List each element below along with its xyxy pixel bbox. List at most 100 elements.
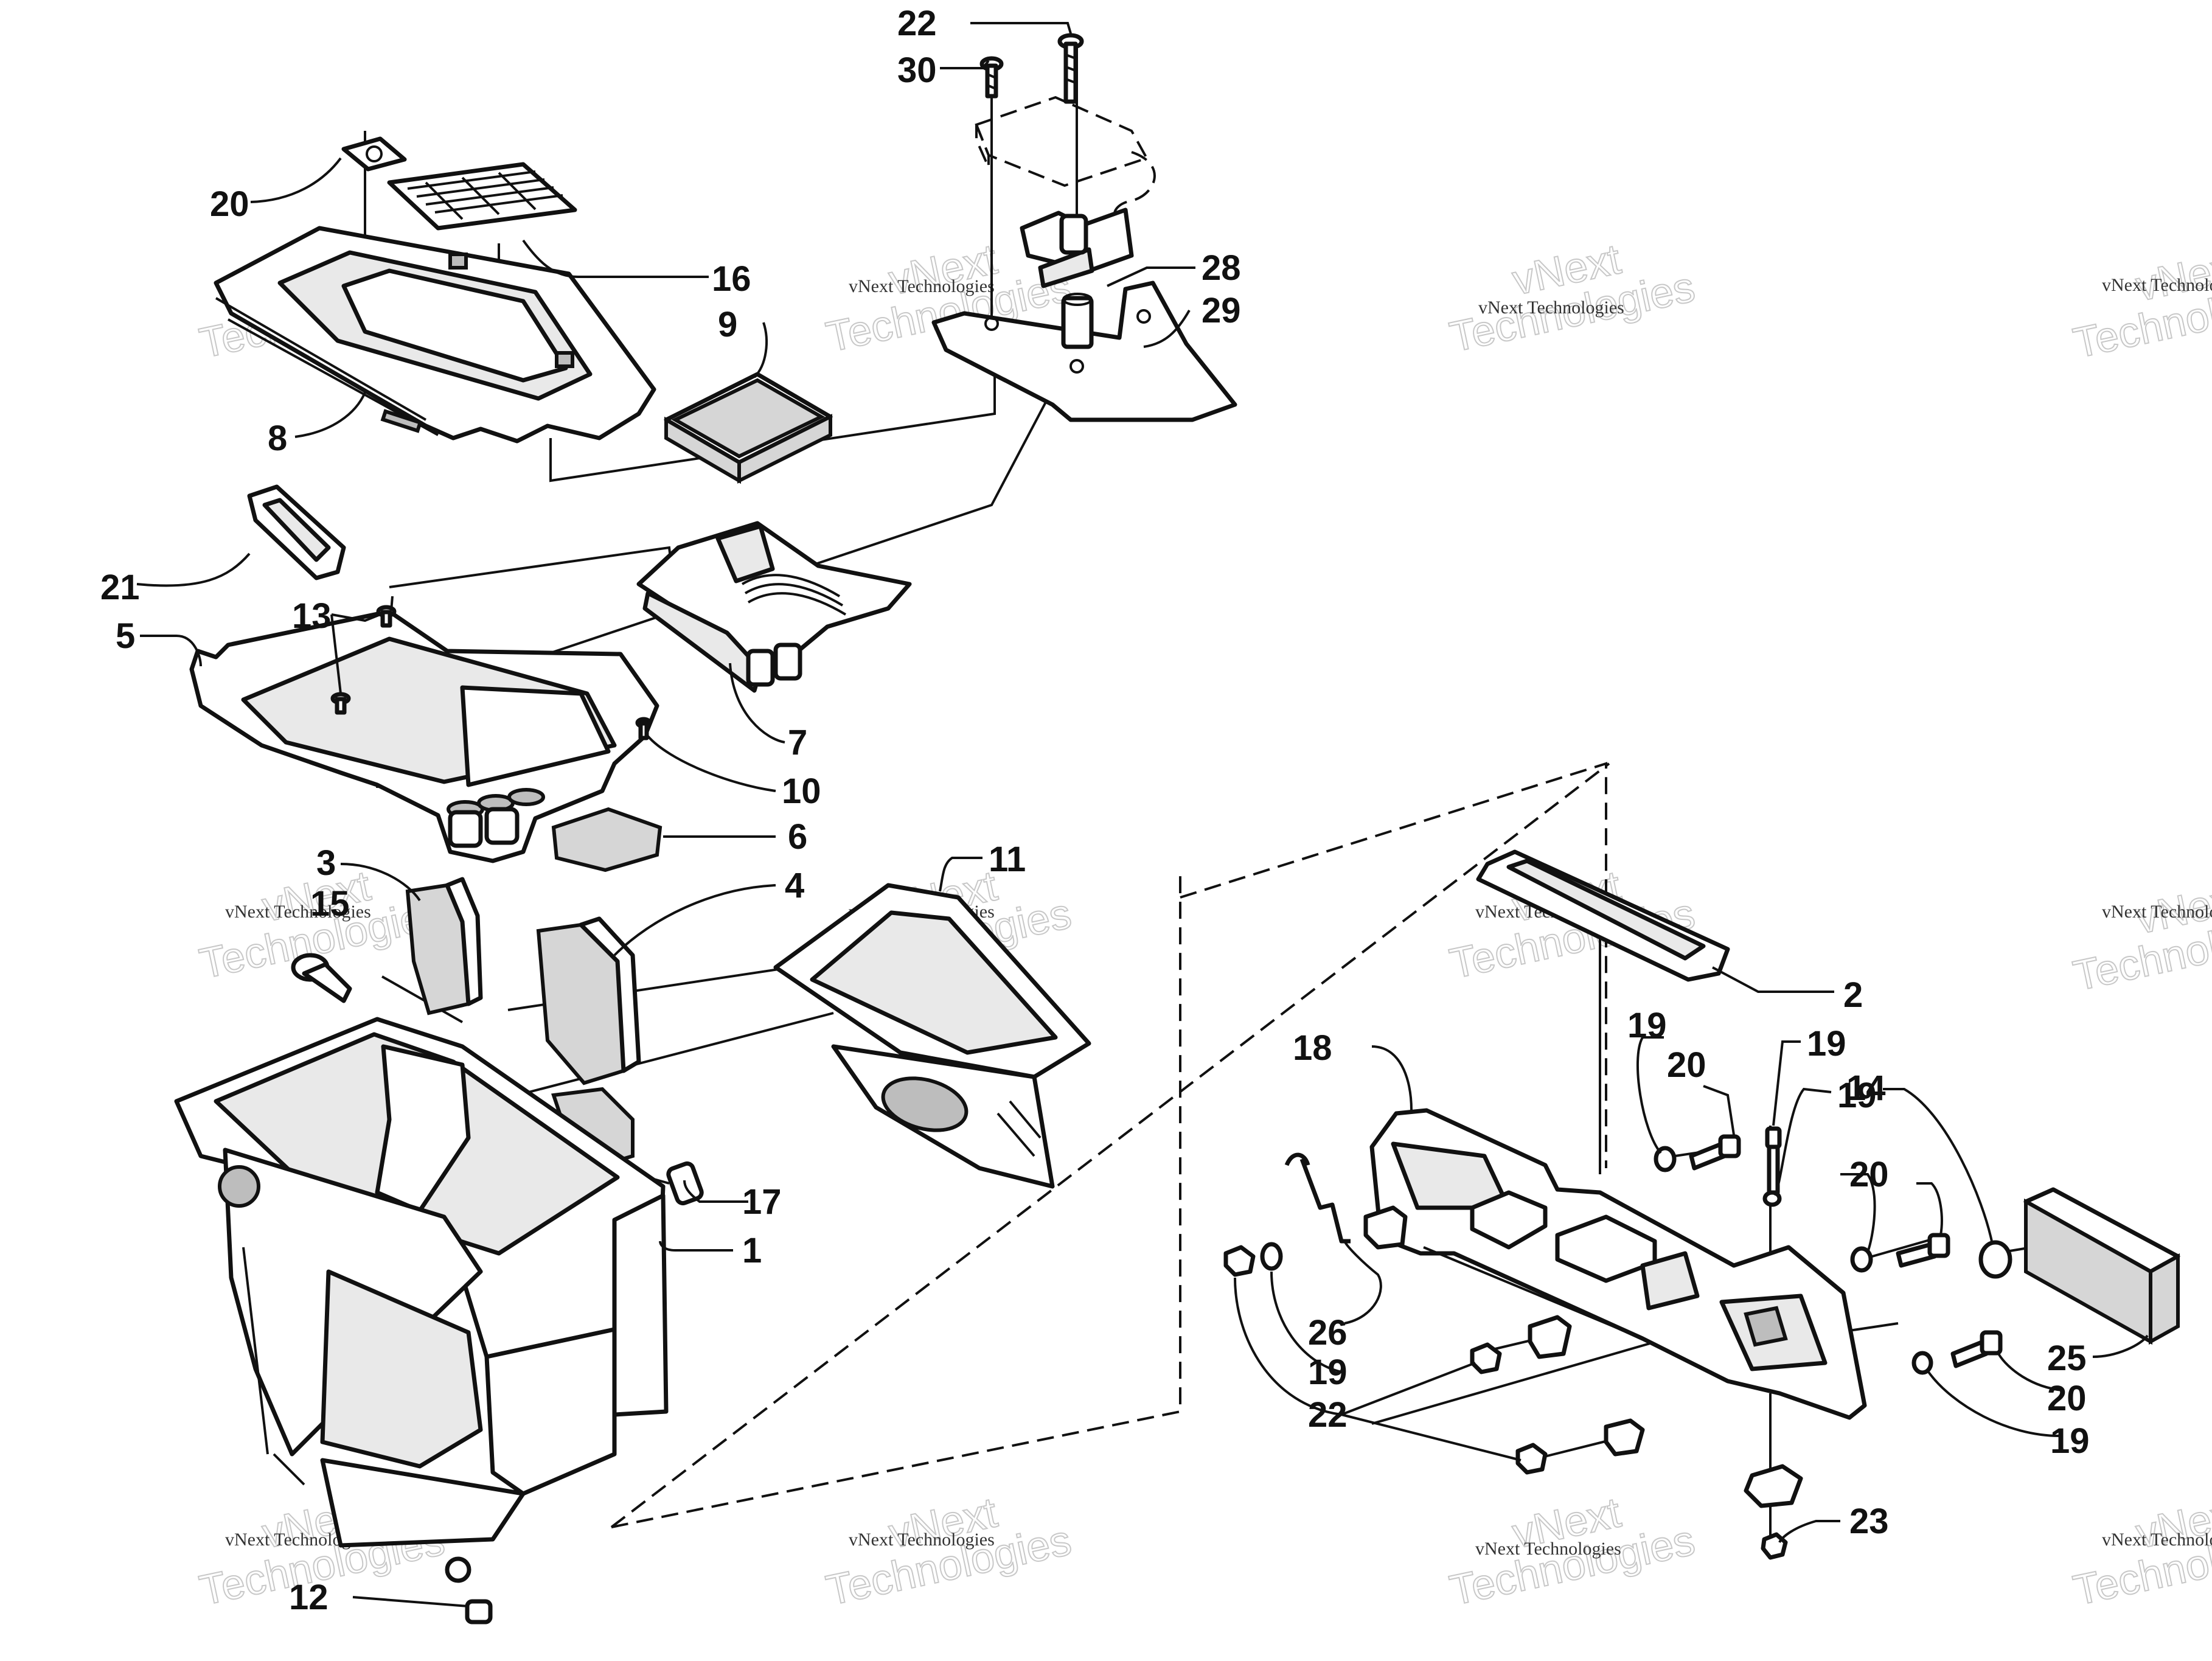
callout-6: 6: [788, 817, 807, 857]
part-duct-11: [773, 883, 1091, 1189]
leader-29: [1143, 310, 1191, 348]
watermark-caption: vNext Technologies: [1478, 298, 1624, 318]
leader-9: [753, 322, 768, 378]
leader-8: [294, 392, 366, 438]
callout-4: 4: [785, 866, 804, 905]
callout-1: 1: [742, 1231, 762, 1270]
part-cap-12: [465, 1599, 493, 1624]
watermark: vNext Technologies: [1445, 234, 1699, 361]
leader-25: [250, 157, 342, 203]
part-washer: [1911, 1351, 1933, 1375]
callout-13: 13: [292, 596, 332, 636]
callout-23: 25: [2047, 1339, 2087, 1378]
part-gasket-2: [1476, 849, 1730, 982]
watermark: vNext Technologies: [2068, 873, 2212, 1000]
callout-20-top: 19: [1807, 1024, 1846, 1064]
part-airbox: [174, 1017, 669, 1583]
watermark-caption: vNext Technologies: [1475, 1539, 1621, 1559]
part-screw-30: [979, 56, 1004, 99]
leader-19b: [1774, 1087, 1832, 1196]
leader-20a: [1772, 1040, 1801, 1126]
leader-13b: [330, 614, 342, 694]
part-base-housing: [189, 609, 663, 872]
leader-24: [1343, 1240, 1382, 1325]
callout-15: 15: [310, 884, 350, 924]
assembly-line-dashed: [1180, 762, 1607, 1168]
leader-16: [522, 239, 709, 278]
watermark-caption: vNext Technologies: [849, 276, 995, 296]
callout-30: 30: [897, 50, 937, 90]
leader-19c: [1840, 1173, 1876, 1253]
callout-25: 20: [210, 184, 249, 224]
callout-10: 10: [782, 771, 821, 811]
watermark-caption: vNext Technologies: [2102, 275, 2212, 295]
callout-29: 29: [1202, 291, 1241, 330]
watermark-caption: vNext Technologies: [225, 902, 371, 922]
part-top-cover: [214, 226, 656, 444]
part-nut: [1470, 1342, 1502, 1374]
assembly-line: [516, 1012, 834, 1096]
leader-21: [1703, 1085, 1735, 1135]
callout-3: 3: [316, 843, 336, 883]
callout-18: 18: [1293, 1028, 1332, 1068]
assembly-line-dashed: [611, 876, 1181, 1528]
part-bolt-15: [291, 953, 352, 1003]
assembly-line: [389, 546, 680, 627]
part-bolt-20: [1950, 1330, 2003, 1368]
callout-12: 12: [289, 1578, 329, 1617]
part-spacer: [1061, 293, 1094, 349]
part-nut: [1515, 1443, 1548, 1475]
leader-26: [136, 552, 251, 587]
part-intake-housing: [1369, 1108, 1867, 1420]
part-seal-26: [247, 484, 346, 580]
part-ignition-coil: [1020, 207, 1134, 288]
leader-3: [340, 863, 421, 902]
part-nut: [1223, 1245, 1256, 1277]
callout-7: 7: [788, 723, 807, 762]
part-wire-spring: [1284, 1152, 1351, 1244]
parts: [174, 33, 2180, 1624]
part-screw-27: [1057, 33, 1084, 104]
part-foam-pad-3: [405, 877, 483, 1015]
part-rivets: [330, 605, 652, 740]
assembly-line-dashed: [610, 762, 1610, 1528]
part-bolt-20: [1896, 1233, 1950, 1268]
callout-19-bottom: 19: [2050, 1421, 2090, 1461]
part-bolt-21: [1689, 1134, 1741, 1171]
callout-16: 16: [712, 259, 751, 299]
leader-19a: [1636, 1036, 1664, 1154]
callout-22: 22: [1308, 1395, 1348, 1435]
part-plug: [1978, 1240, 2012, 1279]
leader-19e: [1270, 1271, 1342, 1373]
leader-4: [613, 884, 776, 956]
assembly-line: [1542, 1438, 1616, 1458]
leader-5: [140, 635, 202, 667]
callout-19-top: 19: [1627, 1006, 1667, 1045]
leader-17: [683, 1180, 748, 1203]
callout-20-mid: 20: [1849, 1155, 1889, 1194]
callout-8: 8: [268, 419, 287, 458]
leader-27: [970, 22, 1072, 34]
callout-11: 11: [989, 840, 1026, 879]
assembly-line: [1371, 1337, 1668, 1425]
part-washer: [1850, 1246, 1873, 1273]
leader-30: [940, 60, 990, 69]
watermark-caption: vNext Technologies: [2102, 902, 2212, 922]
part-foam-block: [2023, 1187, 2180, 1345]
callout-19-mid: 19: [1837, 1076, 1877, 1115]
callout-9: 9: [718, 305, 737, 344]
callout-17: 17: [742, 1182, 782, 1222]
leader-11: [939, 857, 983, 892]
part-washer: [1260, 1242, 1283, 1271]
callout-2: 2: [1843, 975, 1863, 1015]
leader-28: [1107, 266, 1195, 287]
callout-20-low: 20: [2047, 1379, 2087, 1418]
leader-23: [2092, 1334, 2149, 1358]
leader-1: [659, 1241, 733, 1252]
callout-22-bottom: 23: [1849, 1502, 1889, 1541]
leader-19d: [1927, 1371, 2060, 1437]
part-decal: [341, 136, 407, 172]
part-washer: [1654, 1146, 1677, 1172]
leader-13a: [331, 613, 381, 622]
